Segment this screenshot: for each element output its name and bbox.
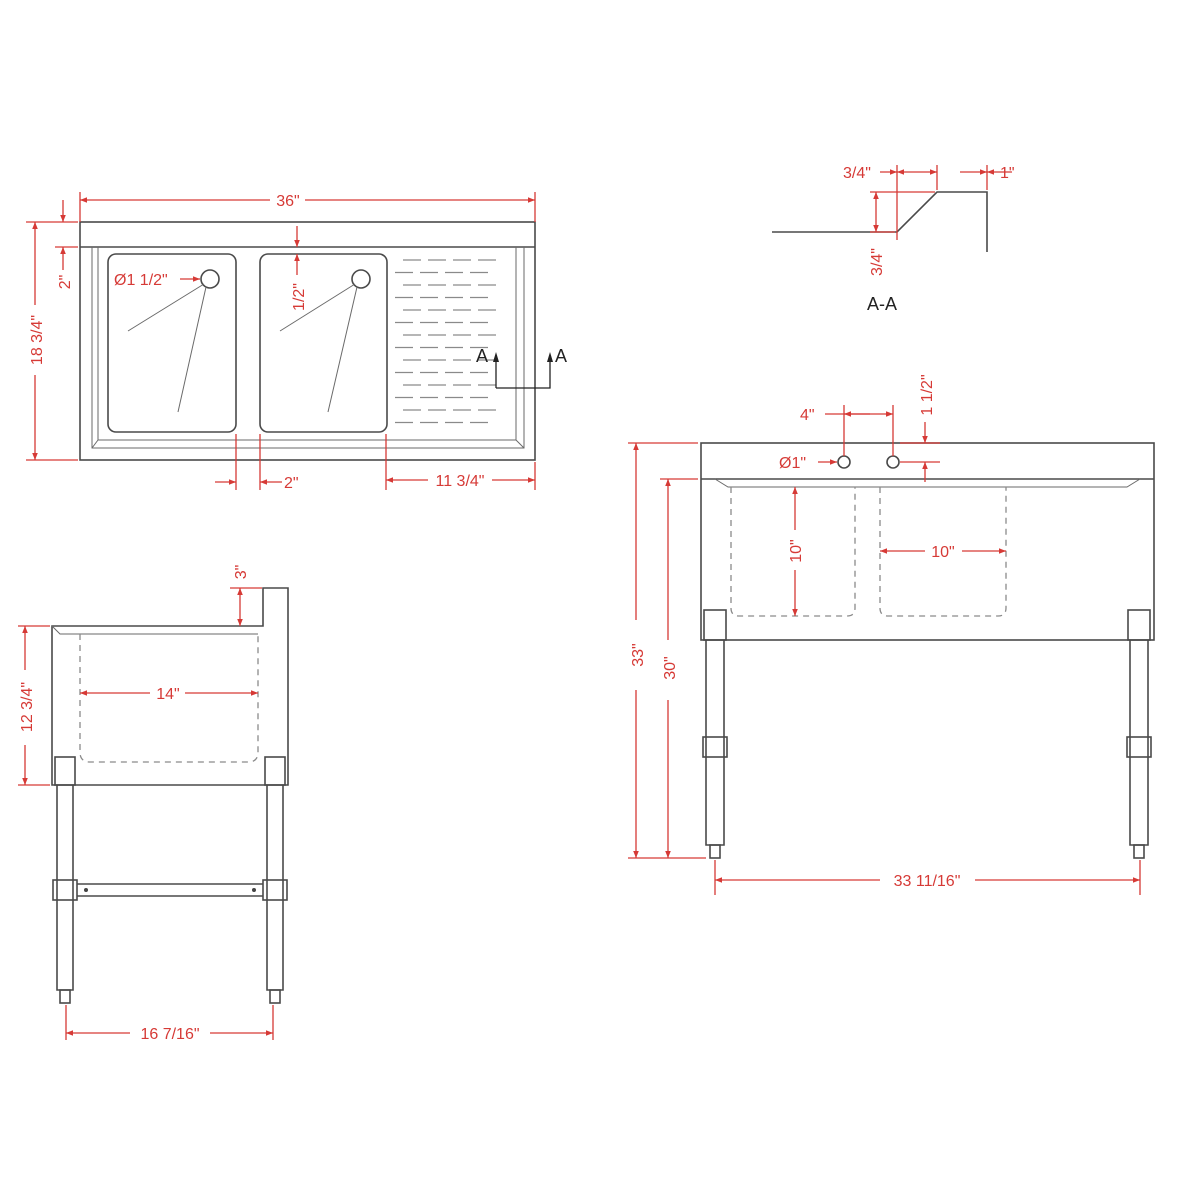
ext-lines: [79, 192, 536, 222]
leg-collar: [52, 879, 78, 901]
section-mark-left: A: [476, 346, 488, 366]
dim-width-label: 36": [276, 193, 299, 210]
top-view: A A 36" 18 3/4" 2" 1/2" Ø1 1/2" 2" 11 3/…: [26, 192, 567, 492]
dim-faucet-diameter-label: Ø1": [779, 455, 806, 472]
bowl-left: [107, 253, 237, 433]
leg-collar: [702, 736, 728, 758]
bowl-right: [259, 253, 388, 433]
crossbar: [77, 883, 263, 897]
leg-bracket: [703, 609, 727, 641]
dim-backsplash-label: 2": [57, 275, 74, 290]
dim-work-height-label: 30": [662, 656, 679, 679]
dim-leg-span-label: 16 7/16": [140, 1026, 199, 1043]
dim-bowl-label: 14": [156, 686, 179, 703]
drainboard-ribs: [395, 259, 496, 424]
side-bowl-hidden: [79, 634, 259, 763]
side-body: [51, 587, 289, 786]
dim-overall-height-label: 33": [630, 643, 647, 666]
dim-top-left-label: 3/4": [843, 165, 871, 182]
drain-left: [200, 269, 220, 289]
dim-top-right-label: 1": [1000, 165, 1015, 182]
leg-collar: [262, 879, 288, 901]
dim-vertical-label: 3/4": [869, 248, 886, 276]
side-rim: [51, 625, 258, 635]
dim-bowl-depth-label: 10": [788, 539, 805, 562]
dim-body-height-label: 12 3/4": [19, 682, 36, 732]
leg-bracket: [54, 756, 76, 786]
dim-bowl-offset-label: 1/2": [291, 283, 308, 311]
dim-faucet-spacing-label: 4": [800, 407, 815, 424]
dim-depth-label: 18 3/4": [29, 315, 46, 365]
dim-splash-label: 3": [233, 565, 250, 580]
foot: [269, 989, 281, 1004]
front-bowl-right-hidden: [879, 487, 1007, 617]
ext-lines: [18, 587, 274, 1040]
rim: [91, 247, 525, 449]
section-profile: [772, 191, 988, 252]
foot: [59, 989, 71, 1004]
leg-bracket: [264, 756, 286, 786]
dim-faucet-height-label: 1 1/2": [919, 374, 936, 415]
leg-collar: [1126, 736, 1152, 758]
ext-lines: [870, 165, 988, 240]
drain-right: [351, 269, 371, 289]
dim-leg-span-label: 33 11/16": [894, 873, 961, 890]
front-rim: [714, 478, 1141, 488]
dim-bowl-width-label: 10": [931, 544, 954, 561]
section-mark-right: A: [555, 346, 567, 366]
section-label: A-A: [867, 294, 897, 314]
leg-bracket: [1127, 609, 1151, 641]
foot: [709, 844, 721, 859]
foot: [1133, 844, 1145, 859]
dim-drain-label: Ø1 1/2": [114, 272, 168, 289]
dim-bowl-gap-label: 2": [284, 475, 299, 492]
front-bowl-left-hidden: [730, 487, 856, 617]
front-view: 33" 30" 4" 1 1/2" Ø1" 10" 10" 33 11/16": [628, 374, 1155, 895]
side-view: 12 3/4" 3" 14" 16 7/16": [18, 565, 289, 1043]
dim-drainboard-label: 11 3/4": [436, 473, 485, 490]
ext-lines: [235, 434, 536, 490]
sink-outline: [79, 221, 536, 461]
bowl-slope-lines: [127, 283, 358, 413]
section-view: 3/4" 1" 3/4" A-A: [772, 165, 1015, 314]
